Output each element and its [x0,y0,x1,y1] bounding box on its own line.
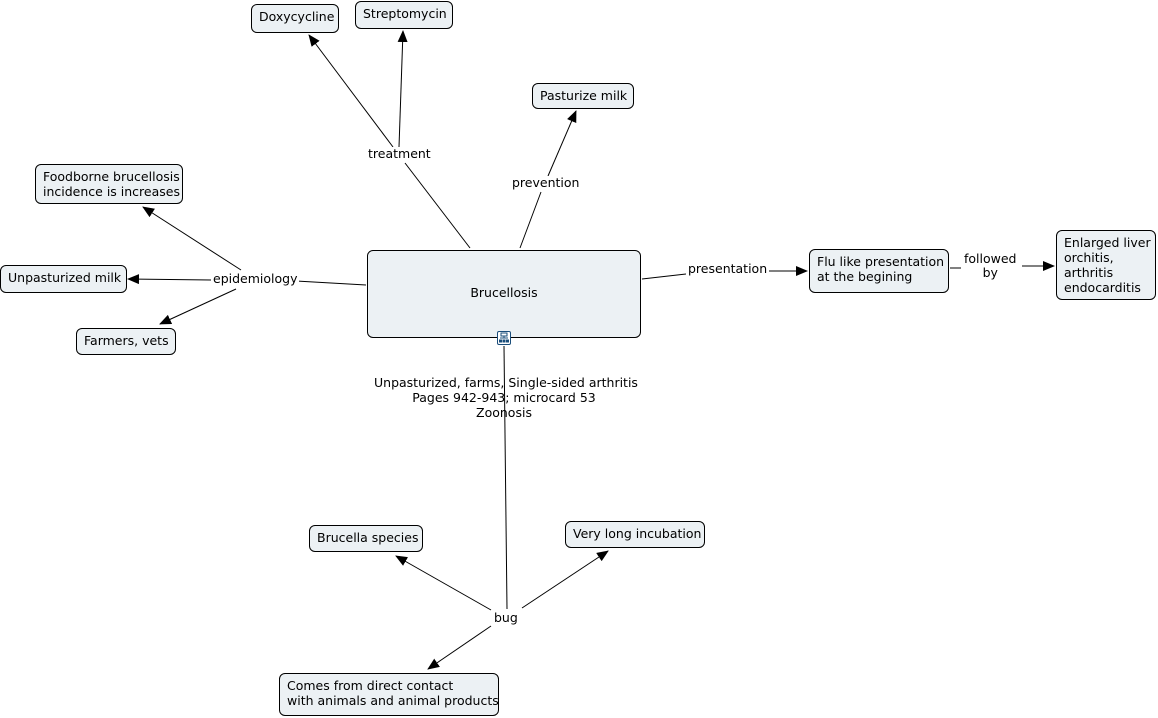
link-label-presentation[interactable]: presentation [686,261,770,276]
link-label-followed-by[interactable]: followed by [962,251,1019,280]
link-label-bug[interactable]: bug [492,610,520,625]
line-center-to-treatment [404,162,471,249]
arrow-treatment-to-streptomycin [397,30,408,148]
concept-very-long-incubation[interactable]: Very long incubation [565,521,705,548]
concept-brucellosis-details: Unpasturized, farms, Single-sided arthri… [374,375,638,420]
line-center-to-prevention [519,191,542,249]
arrow-bug-to-incubation [521,550,609,609]
concept-streptomycin[interactable]: Streptomycin [355,1,453,29]
link-label-treatment[interactable]: treatment [366,146,433,161]
concept-flu-like-presentation[interactable]: Flu like presentation at the begining [809,249,949,293]
arrow-epidemiology-to-foodborne [142,206,242,271]
concept-brucellosis-title: Brucellosis [470,285,538,300]
concept-foodborne-brucellosis[interactable]: Foodborne brucellosis incidence is incre… [35,164,183,204]
concept-enlarged-liver[interactable]: Enlarged liver orchitis, arthritis endoc… [1056,230,1156,300]
arrow-epidemiology-to-farmers [159,288,237,325]
arrow-treatment-to-doxycycline [308,34,394,148]
link-label-epidemiology[interactable]: epidemiology [211,271,300,286]
concept-farmers-vets[interactable]: Farmers, vets [76,328,176,355]
concept-doxycycline[interactable]: Doxycycline [251,4,339,33]
line-center-to-epidemiology [295,280,367,286]
concept-brucella-species[interactable]: Brucella species [309,525,423,552]
resource-attachment-icon[interactable] [497,331,511,345]
arrow-epidemiology-to-unpasturized [127,274,212,285]
concept-brucellosis[interactable]: Brucellosis Unpasturized, farms, Single-… [367,250,641,420]
arrow-bug-to-brucella [395,555,492,611]
concept-unpasturized-milk[interactable]: Unpasturized milk [0,265,127,293]
link-label-prevention[interactable]: prevention [510,175,582,190]
concept-pasturize-milk[interactable]: Pasturize milk [532,83,634,109]
concept-direct-contact[interactable]: Comes from direct contact with animals a… [279,673,499,716]
arrow-bug-to-direct-contact [427,625,492,670]
line-center-to-presentation [641,273,687,280]
line-center-to-bug [503,345,508,610]
arrow-prevention-to-pasturize [547,110,577,177]
